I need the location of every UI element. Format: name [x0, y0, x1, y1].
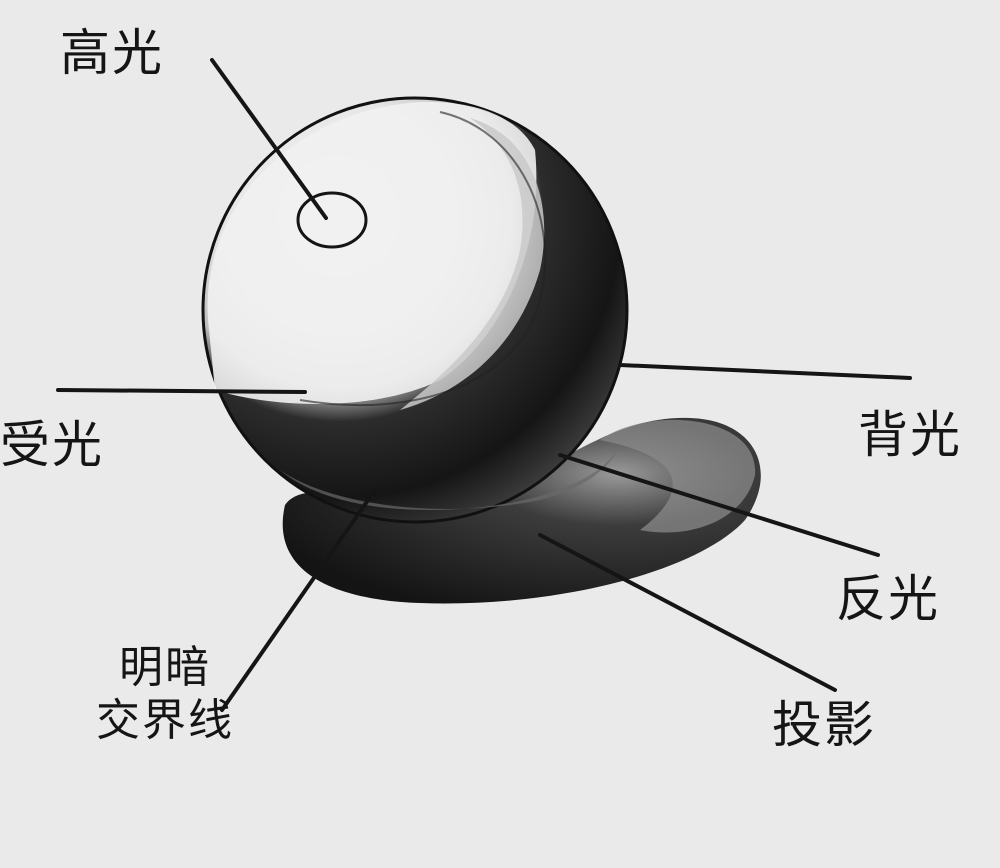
label-lit: 受光: [0, 416, 104, 474]
label-terminator-line2: 交界线: [96, 694, 234, 746]
leader-lit: [56, 388, 307, 394]
label-terminator: 明暗 交界线: [96, 642, 234, 748]
terminator-edge: [299, 111, 547, 407]
leader-cast: [538, 533, 837, 692]
highlight-spot: [296, 191, 368, 249]
label-back: 背光: [858, 406, 962, 464]
label-terminator-line1: 明暗: [119, 642, 211, 693]
label-highlight: 高光: [60, 24, 164, 82]
leader-reflect: [558, 453, 880, 557]
leader-terminator: [220, 488, 377, 712]
halftone-band: [400, 118, 545, 410]
leader-lines: [56, 58, 912, 712]
cast-shadow-shape: [282, 417, 761, 604]
label-reflect: 反光: [836, 570, 940, 628]
leader-highlight: [210, 58, 328, 220]
leader-back: [618, 363, 912, 380]
label-cast-shadow: 投影: [772, 696, 876, 754]
lit-area: [207, 101, 537, 404]
